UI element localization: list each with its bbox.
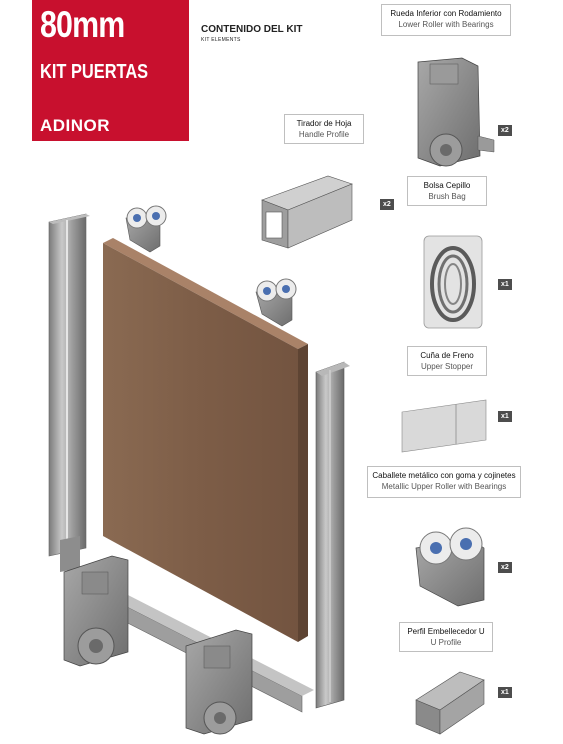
brand-block: 80mm KIT PUERTAS ADINOR [32,0,189,141]
item-name-es: Perfil Embellecedor U [407,627,485,636]
upper-stopper-thumbnail [401,399,487,453]
qty-badge: x1 [498,687,512,698]
upper-roller-thumbnail [415,527,485,607]
item-name-en: Upper Stopper [420,362,474,371]
u-profile-thumbnail [415,671,485,735]
qty-badge: x1 [498,279,512,290]
item-label-upper-roller: Caballete metálico con goma y cojinetes … [367,466,521,498]
item-name-es: Cuña de Freno [420,351,474,360]
item-name-es: Rueda Inferior con Rodamiento [390,9,502,18]
right-handle-profile [315,361,350,709]
lower-roller-left [63,555,129,667]
qty-badge: x2 [498,125,512,136]
handle-profile-thumbnail [261,175,353,249]
item-name-es: Caballete metálico con goma y cojinetes [372,471,516,480]
brush-bag-thumbnail [423,235,483,329]
item-label-u-profile: Perfil Embellecedor U U Profile [399,622,493,652]
item-label-handle-profile: Tirador de Hoja Handle Profile [284,114,364,144]
brand-logo: ADINOR [40,116,111,135]
upper-roller-left [125,205,167,253]
item-name-es: Bolsa Cepillo [423,181,471,190]
item-name-en: Handle Profile [298,130,350,139]
page-title: CONTENIDO DEL KIT [201,24,303,35]
item-name-es: Tirador de Hoja [296,119,352,128]
qty-badge: x2 [498,562,512,573]
kit-title: KIT PUERTAS [40,61,149,83]
lower-roller-thumbnail [417,57,495,167]
item-label-upper-stopper: Cuña de Freno Upper Stopper [407,346,487,376]
item-label-brush-bag: Bolsa Cepillo Brush Bag [407,176,487,206]
item-name-en: Lower Roller with Bearings [398,20,494,29]
qty-badge: x2 [380,199,394,210]
item-label-lower-roller: Rueda Inferior con Rodamiento Lower Roll… [381,4,511,36]
item-name-en: U Profile [430,638,462,647]
left-handle-profile [48,213,90,572]
lower-roller-right [185,629,253,735]
item-name-en: Metallic Upper Roller with Bearings [381,482,507,491]
upper-roller-right [255,278,297,327]
item-name-en: Brush Bag [428,192,466,201]
door-panel [103,238,308,642]
kit-size: 80mm [40,4,125,45]
qty-badge: x1 [498,411,512,422]
page-subtitle: KIT ELEMENTS [201,37,241,43]
